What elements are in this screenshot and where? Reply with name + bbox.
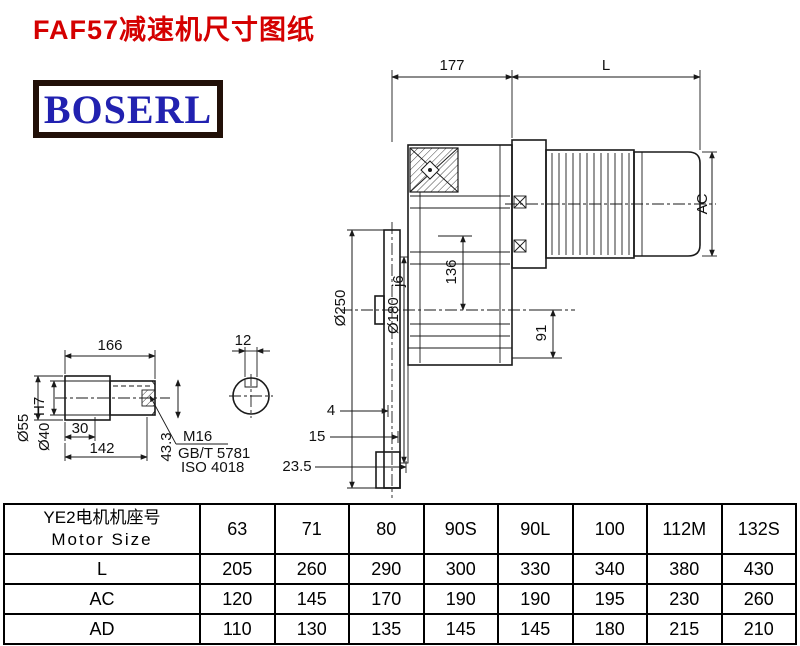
motor-size-table: YE2电机机座号 Motor Size 63 71 80 90S 90L 100… xyxy=(3,503,797,645)
dim-value-cell: 190 xyxy=(497,583,574,615)
dim-value-cell: 120 xyxy=(199,583,276,615)
dim-30-label: 30 xyxy=(72,420,89,437)
dim-value-cell: 290 xyxy=(348,553,425,585)
standard-gb-label: GB/T 5781 xyxy=(178,445,250,462)
dim-value-cell: 145 xyxy=(497,613,574,645)
table-header-motor-size: YE2电机机座号 Motor Size xyxy=(3,503,201,555)
fan-cowl xyxy=(633,151,701,257)
dim-166-label: 166 xyxy=(97,337,122,354)
dim-40-fit-label: H7 xyxy=(31,397,48,416)
size-col-header: 90L xyxy=(497,503,574,555)
size-col-header: 90S xyxy=(422,503,499,555)
dim-55-label: Ø55 xyxy=(15,414,32,442)
dim-43-3-label: 43.3 xyxy=(158,432,175,461)
dim-value-cell: 210 xyxy=(720,613,797,645)
motor-size-label-en: Motor Size xyxy=(51,530,153,549)
size-col-header: 63 xyxy=(199,503,276,555)
size-col-header: 132S xyxy=(720,503,797,555)
m16-leader-line xyxy=(149,395,177,445)
dim-40-label: Ø40 xyxy=(36,423,53,451)
motor-bolt-symbol xyxy=(513,195,527,253)
dim-value-cell: 145 xyxy=(273,583,350,615)
motor-size-label-cn: YE2电机机座号 xyxy=(43,507,161,527)
dim-value-cell: 205 xyxy=(199,553,276,585)
dim-value-cell: 190 xyxy=(422,583,499,615)
size-col-header: 100 xyxy=(571,503,648,555)
table-row: AD 110 130 135 145 145 180 215 210 xyxy=(3,613,797,645)
standard-iso-label: ISO 4018 xyxy=(181,459,244,476)
dim-value-cell: 340 xyxy=(571,553,648,585)
dim-4-label: 4 xyxy=(327,402,335,419)
brand-logo: BOSERL xyxy=(33,80,223,138)
dim-value-cell: 170 xyxy=(348,583,425,615)
dim-AC-label: AC xyxy=(694,193,711,214)
dim-142-label: 142 xyxy=(89,440,114,457)
keyway-slot xyxy=(244,379,258,388)
dim-value-cell: 380 xyxy=(646,553,723,585)
shaft-end-view: 12 xyxy=(229,332,273,418)
size-col-header: 80 xyxy=(348,503,425,555)
dim-177-label: 177 xyxy=(439,57,464,74)
main-view-dimensions: 177 L AC Ø250 Ø180 j6 136 91 xyxy=(282,57,717,489)
dim-91-label: 91 xyxy=(533,325,550,342)
dim-180-label: Ø180 xyxy=(385,297,402,334)
technical-drawing: 177 L AC Ø250 Ø180 j6 136 91 xyxy=(15,57,717,498)
dim-value-cell: 135 xyxy=(348,613,425,645)
dim-value-cell: 195 xyxy=(571,583,648,615)
dim-row-label: AC xyxy=(3,583,201,615)
dim-15-label: 15 xyxy=(309,428,326,445)
size-col-header: 112M xyxy=(646,503,723,555)
dim-23-5-label: 23.5 xyxy=(282,458,311,475)
dim-value-cell: 110 xyxy=(199,613,276,645)
drawing-title: FAF57减速机尺寸图纸 xyxy=(33,15,316,45)
dim-L-label: L xyxy=(602,57,610,74)
dim-value-cell: 180 xyxy=(571,613,648,645)
hatched-bolt-flange xyxy=(409,147,459,193)
dim-value-cell: 130 xyxy=(273,613,350,645)
dim-180-fit-label: j6 xyxy=(390,275,407,288)
dim-row-label: L xyxy=(3,553,201,585)
dim-136-label: 136 xyxy=(443,259,460,284)
dim-value-cell: 430 xyxy=(720,553,797,585)
dim-value-cell: 230 xyxy=(646,583,723,615)
dim-12-label: 12 xyxy=(235,332,252,349)
dim-value-cell: 145 xyxy=(422,613,499,645)
dim-row-label: AD xyxy=(3,613,201,645)
dim-value-cell: 215 xyxy=(646,613,723,645)
dim-value-cell: 260 xyxy=(273,553,350,585)
thread-m16-label: M16 xyxy=(183,428,212,445)
shaft-detail-view: 166 Ø55 Ø40 H7 30 142 43.3 xyxy=(15,337,250,476)
dim-value-cell: 260 xyxy=(720,583,797,615)
dim-250-label: Ø250 xyxy=(332,290,349,327)
size-col-header: 71 xyxy=(273,503,350,555)
table-row: L 205 260 290 300 330 340 380 430 xyxy=(3,553,797,585)
gearbox-main-view xyxy=(340,139,716,498)
dim-value-cell: 330 xyxy=(497,553,574,585)
dim-value-cell: 300 xyxy=(422,553,499,585)
table-row: AC 120 145 170 190 190 195 230 260 xyxy=(3,583,797,615)
